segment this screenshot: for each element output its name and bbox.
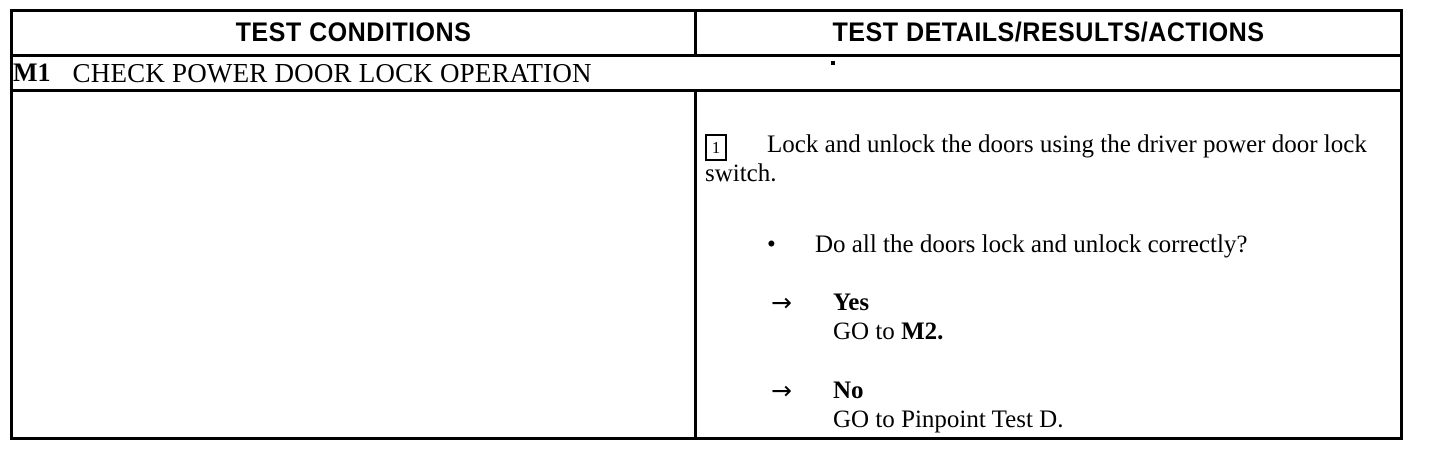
outcome-no: → No GO to Pinpoint Test D.: [771, 376, 1391, 434]
step-number-box: 1: [705, 134, 727, 161]
verification-question-text: Do all the doors lock and unlock correct…: [815, 231, 1248, 258]
arrow-right-icon: →: [771, 376, 792, 405]
outcome-yes-action-prefix: GO to: [833, 318, 902, 345]
step-instruction-text: Lock and unlock the doors using the driv…: [705, 131, 1367, 187]
header-bottom-rule: [10, 54, 1403, 57]
outcome-no-label: No: [833, 377, 864, 404]
bullet-icon: •: [767, 231, 776, 258]
outcome-no-action: GO to Pinpoint Test D.: [833, 405, 1391, 434]
outcome-yes-label: Yes: [833, 289, 870, 316]
column-header-test-conditions: TEST CONDITIONS: [235, 16, 472, 47]
scan-artifact-speck: [831, 61, 835, 65]
column-header-test-details: TEST DETAILS/RESULTS/ACTIONS: [832, 16, 1265, 47]
diagnostic-table-frame: [10, 9, 1403, 440]
test-row-bottom-rule: [10, 89, 1403, 92]
column-divider-header: [694, 9, 697, 55]
column-divider-body: [694, 89, 697, 440]
arrow-right-icon: →: [771, 288, 792, 317]
test-row-m1: M1 CHECK POWER DOOR LOCK OPERATION: [13, 57, 1400, 89]
outcome-yes-action: GO to M2.: [833, 317, 1391, 346]
outcome-no-action-prefix: GO to: [833, 406, 902, 433]
outcome-yes: → Yes GO to M2.: [771, 288, 1391, 346]
outcome-yes-body: Yes GO to M2.: [833, 288, 1391, 346]
test-details-cell: 1 Lock and unlock the doors using the dr…: [697, 92, 1400, 440]
test-step-code: M1: [13, 58, 51, 87]
outcome-no-body: No GO to Pinpoint Test D.: [833, 376, 1391, 434]
procedure-step-1: 1 Lock and unlock the doors using the dr…: [705, 130, 1395, 188]
test-step-title: CHECK POWER DOOR LOCK OPERATION: [72, 57, 592, 88]
outcome-no-action-target: Pinpoint Test D.: [901, 406, 1064, 433]
verification-question: • Do all the doors lock and unlock corre…: [767, 230, 1387, 259]
outcome-yes-action-target: M2.: [901, 318, 944, 345]
